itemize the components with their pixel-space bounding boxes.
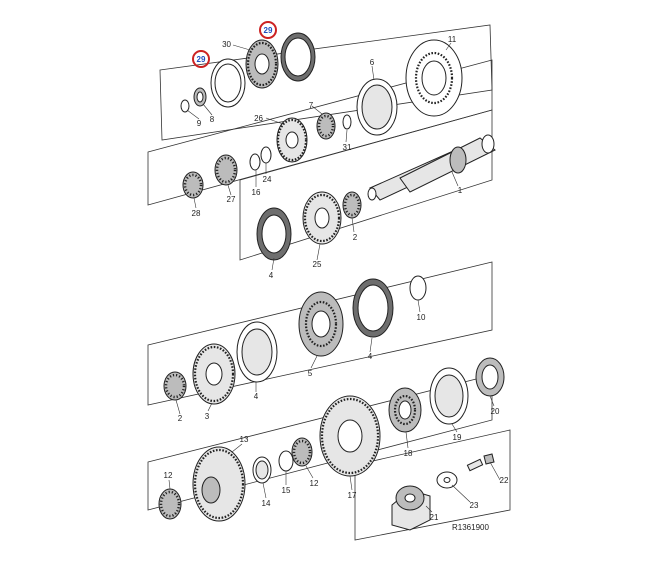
callout-1: 1 <box>458 186 463 195</box>
part-30-sync-hub-bore <box>254 53 270 75</box>
highlight-circle-29-left <box>192 50 210 68</box>
part-7-needle-bearing-rollers <box>317 114 335 138</box>
callout-11: 11 <box>448 35 457 44</box>
part-11-internal-gear-bore <box>421 60 447 96</box>
callout-27: 27 <box>227 195 236 204</box>
callout-24: 24 <box>263 175 272 184</box>
callout-19: 19 <box>453 433 462 442</box>
callout-10: 10 <box>417 313 426 322</box>
part-13-gear-hub <box>201 476 221 504</box>
part-4-ring-upper-inner <box>261 214 287 254</box>
callout-17: 17 <box>348 491 357 500</box>
callout-18: 18 <box>404 449 413 458</box>
part-2-bearing-lower-rollers <box>164 373 186 399</box>
part-2-bearing-lower <box>163 371 187 401</box>
callout-29-right: 29 <box>264 26 273 35</box>
part-26-helical-gear-teeth <box>276 118 308 162</box>
callout-23: 23 <box>470 501 479 510</box>
part-25-gear-bore <box>314 207 330 229</box>
callout-8: 8 <box>210 115 215 124</box>
part-18-hub-teeth <box>393 394 417 426</box>
part-26-helical-gear-bore <box>285 131 299 149</box>
callout-4-right: 4 <box>368 352 373 361</box>
callout-21: 21 <box>430 513 439 522</box>
callout-5: 5 <box>308 369 313 378</box>
part-12-bearing-left <box>158 488 182 520</box>
part-30-sync-hub-teeth <box>246 41 278 87</box>
part-4-ring-middle-inner <box>241 328 273 376</box>
part-11-internal-gear-teeth <box>414 51 454 105</box>
part-21-flange <box>391 485 431 531</box>
part-17-large-gear-hub <box>337 419 363 453</box>
part-3-gear-teeth <box>193 345 235 403</box>
callout-9: 9 <box>197 119 202 128</box>
part-8-bearing-inner <box>196 91 204 103</box>
leader-lines <box>168 42 501 513</box>
part-6-washer-inner <box>361 84 393 130</box>
callout-2-lower: 2 <box>178 414 183 423</box>
part-17-large-gear-teeth <box>320 397 380 475</box>
part-12-bearing-left-rollers <box>159 490 181 518</box>
callout-4-upper: 4 <box>269 271 274 280</box>
callout-15: 15 <box>282 486 291 495</box>
part-24-snap-ring <box>260 146 272 164</box>
callout-22: 22 <box>500 476 509 485</box>
callout-31: 31 <box>343 143 352 152</box>
part-14-washer-inner <box>255 460 269 480</box>
band-5 <box>147 374 493 511</box>
callout-16: 16 <box>252 188 261 197</box>
part-29-ring-right-inner <box>284 37 312 77</box>
part-3-gear-bore <box>205 362 223 386</box>
part-9-snap-ring <box>180 99 190 113</box>
callout-12-right: 12 <box>310 479 319 488</box>
part-28-bearing-rollers <box>183 173 203 197</box>
part-4-ring-right-inner <box>357 284 389 332</box>
band-3 <box>239 109 493 261</box>
part-13-gear-teeth <box>193 448 245 520</box>
part-15-spacer <box>278 450 294 472</box>
part-12-bearing-right-rollers <box>292 439 312 465</box>
callout-29-left: 29 <box>197 55 206 64</box>
callout-30: 30 <box>222 40 231 49</box>
part-19-ring-inner <box>434 374 464 418</box>
callout-26: 26 <box>254 114 263 123</box>
part-2-bearing-upper-rollers <box>343 193 361 217</box>
callout-6: 6 <box>370 58 375 67</box>
part-23-washer-inner <box>443 477 451 483</box>
part-1-main-shaft <box>367 134 496 201</box>
callout-4-middle: 4 <box>254 392 259 401</box>
part-10-snap-ring <box>409 275 427 301</box>
part-31-snap-ring <box>342 114 352 130</box>
part-27-needle-bearing-rollers <box>215 156 237 184</box>
callout-14: 14 <box>262 499 271 508</box>
part-20-seal-inner <box>481 364 499 390</box>
reference-code: R1361900 <box>452 523 489 532</box>
callout-28-upper: 28 <box>192 209 201 218</box>
highlight-circle-29-right <box>259 21 277 39</box>
part-25-gear-teeth <box>303 193 341 243</box>
callout-2-upper: 2 <box>353 233 358 242</box>
part-27-needle-bearing <box>214 154 238 186</box>
part-29-ring-left-inner <box>214 63 242 103</box>
callout-7: 7 <box>309 101 314 110</box>
callout-13: 13 <box>240 435 249 444</box>
callout-3: 3 <box>205 412 210 421</box>
band-6 <box>354 429 511 541</box>
callout-25: 25 <box>313 260 322 269</box>
part-5-synchronizer-teeth <box>304 300 338 348</box>
part-5-synchronizer-bore <box>311 310 331 338</box>
callout-20: 20 <box>491 407 500 416</box>
callout-12-left: 12 <box>164 471 173 480</box>
part-18-hub-bore <box>398 400 412 420</box>
part-22-bolt <box>466 453 495 472</box>
part-16-washer <box>249 153 261 171</box>
